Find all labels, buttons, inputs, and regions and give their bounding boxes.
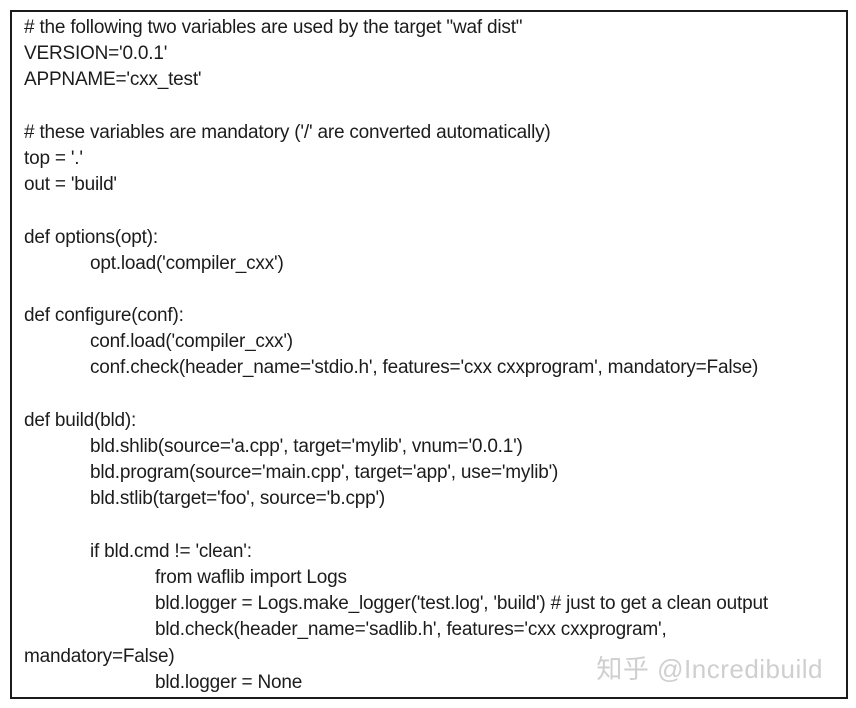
code-line: # the following two variables are used b… (24, 17, 523, 38)
code-line: def build(bld): (24, 409, 137, 431)
code-line: def configure(conf): (24, 305, 184, 327)
code-line: bld.logger = Logs.make_logger('test.log'… (155, 593, 768, 615)
code-line: bld.program(source='main.cpp', target='a… (90, 462, 559, 484)
code-line: top = '.' (24, 147, 83, 169)
code-line-blank (24, 198, 840, 224)
code-line: conf.check(header_name='stdio.h', featur… (90, 357, 759, 379)
code-block: # the following two variables are used b… (10, 10, 848, 699)
code-line-blank (24, 382, 840, 408)
code-line: opt.load('compiler_cxx') (90, 252, 284, 274)
code-line: # these variables are mandatory ('/' are… (24, 121, 551, 143)
zhihu-watermark: 知乎 @Incredibuild (596, 654, 823, 684)
code-line: if bld.cmd != 'clean': (90, 540, 252, 562)
code-line: bld.shlib(source='a.cpp', target='mylib'… (90, 436, 523, 457)
code-line: bld.check(header_name='sadlib.h', featur… (155, 619, 667, 641)
code-line: from waflib import Logs (155, 566, 347, 588)
code-line-blank (24, 277, 840, 303)
code-line: out = 'build' (24, 174, 117, 196)
code-line-blank (24, 94, 840, 120)
code-line-wrapped-continuation: mandatory=False) (24, 645, 175, 667)
code-line: bld.stlib(target='foo', source='b.cpp') (90, 488, 386, 510)
code-line: def options(opt): (24, 226, 158, 248)
code-line-blank (24, 513, 840, 539)
code-line: APPNAME='cxx_test' (24, 69, 202, 91)
code-line: VERSION='0.0.1' (24, 43, 168, 65)
code-line: conf.load('compiler_cxx') (90, 331, 293, 353)
code-line: bld.logger = None (155, 671, 303, 693)
